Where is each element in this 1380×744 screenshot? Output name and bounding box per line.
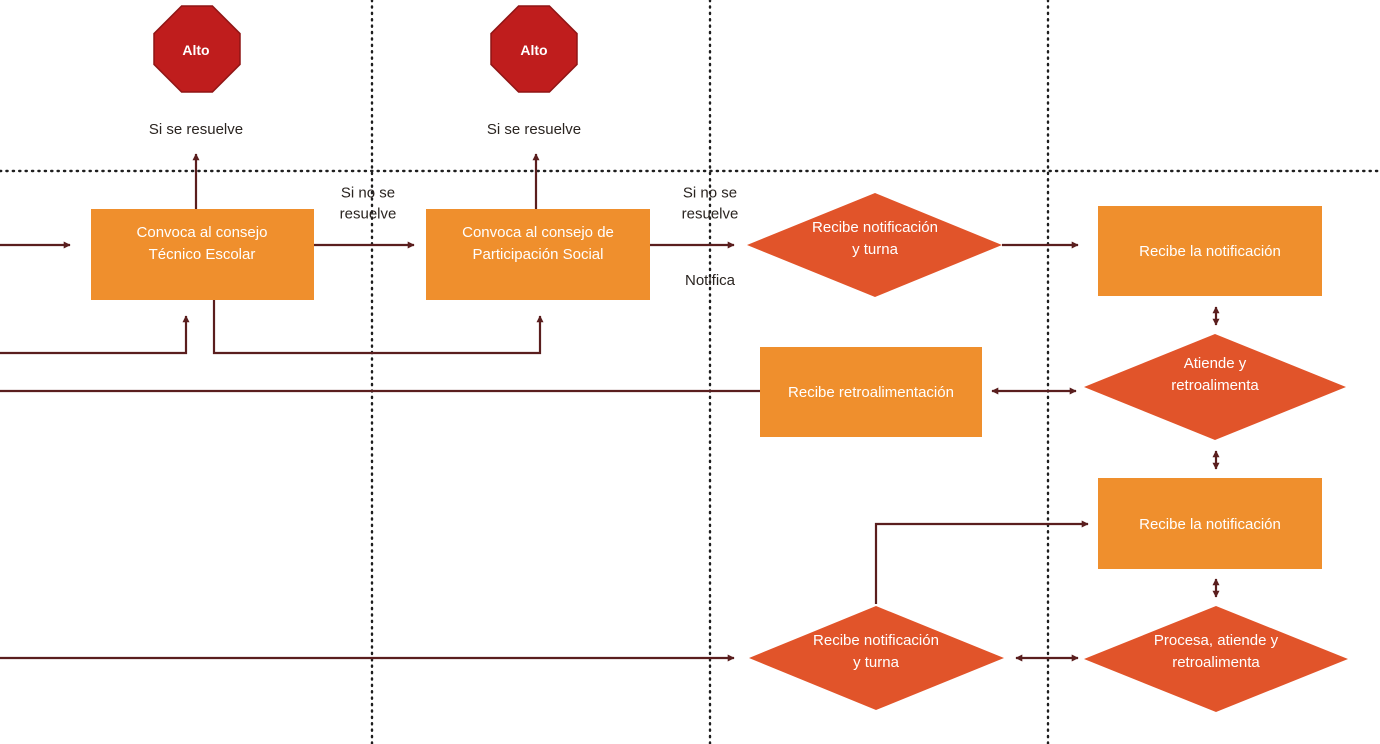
label-not-resolved-2: Si no se resuelve <box>682 185 739 223</box>
stop-octagon-1 <box>153 5 241 93</box>
text-line: Participación Social <box>473 246 604 263</box>
text-line: Convoca al consejo <box>137 224 268 241</box>
text-procesa-retro: Procesa, atiende y retroalimenta <box>1154 632 1279 671</box>
node-recibe-notif-1: Recibe la notificación <box>1098 206 1322 296</box>
text-line: Si no se <box>341 185 395 202</box>
text-line: retroalimenta <box>1171 377 1259 394</box>
text-atiende-retro: Atiende y retroalimenta <box>1171 355 1259 394</box>
stop-label-1: Alto <box>182 42 209 58</box>
diamond-recibe-turna-bottom <box>749 606 1004 710</box>
label-not-resolved-1: Si no se resuelve <box>340 185 397 223</box>
connectors <box>0 153 1220 662</box>
box-convoca-participacion <box>426 209 650 300</box>
text-line: Recibe notificación <box>812 219 938 236</box>
stop-sign-2: Alto <box>490 5 578 93</box>
text-line: Técnico Escolar <box>149 246 256 263</box>
diamond-recibe-turna-top <box>747 193 1002 297</box>
text-recibe-retro: Recibe retroalimentación <box>788 384 954 401</box>
node-recibe-turna-bottom: Recibe notificación y turna <box>749 606 1004 710</box>
text-recibe-turna-top: Recibe notificación y turna <box>812 219 938 258</box>
box-recibe-notif-2 <box>1098 478 1322 569</box>
box-convoca-tecnico <box>91 209 314 300</box>
node-recibe-notif-2: Recibe la notificación <box>1098 478 1322 569</box>
text-line: y turna <box>852 241 899 258</box>
box-recibe-notif-1 <box>1098 206 1322 296</box>
node-convoca-participacion: Convoca al consejo de Participación Socia… <box>426 209 650 300</box>
text-line: resuelve <box>340 206 397 223</box>
text-line: Convoca al consejo de <box>462 224 614 241</box>
text-line: y turna <box>853 654 900 671</box>
arrow-feedback-into-tecnico <box>0 315 190 355</box>
stop-octagon-2 <box>490 5 578 93</box>
node-atiende-retro: Atiende y retroalimenta <box>1084 334 1346 440</box>
text-line: retroalimenta <box>1172 654 1260 671</box>
text-line: Procesa, atiende y <box>1154 632 1279 649</box>
text-line: Atiende y <box>1184 355 1247 372</box>
text-line: resuelve <box>682 206 739 223</box>
label-notifica: Notifica <box>685 272 736 289</box>
node-recibe-retro: Recibe retroalimentación <box>760 347 982 437</box>
text-line: Si no se <box>683 185 737 202</box>
text-recibe-notif-1: Recibe la notificación <box>1139 243 1281 260</box>
text-recibe-turna-bottom: Recibe notificación y turna <box>813 632 939 671</box>
text-line: Recibe la notificación <box>1139 516 1281 533</box>
label-resolved-2: Si se resuelve <box>487 121 581 138</box>
diamond-procesa-retro <box>1084 606 1348 712</box>
text-convoca-participacion: Convoca al consejo de Participación Socia… <box>462 224 614 263</box>
text-line: Recibe retroalimentación <box>788 384 954 401</box>
label-resolved-1: Si se resuelve <box>149 121 243 138</box>
box-recibe-retro <box>760 347 982 437</box>
node-recibe-turna-top: Recibe notificación y turna <box>747 193 1002 297</box>
node-procesa-retro: Procesa, atiende y retroalimenta <box>1084 606 1348 712</box>
stop-label-2: Alto <box>520 42 547 58</box>
text-line: Recibe notificación <box>813 632 939 649</box>
text-line: Recibe la notificación <box>1139 243 1281 260</box>
text-recibe-notif-2: Recibe la notificación <box>1139 516 1281 533</box>
diamond-atiende-retro <box>1084 334 1346 440</box>
stop-sign-1: Alto <box>153 5 241 93</box>
arrow-tecnico-to-participacion-bottom <box>212 300 544 355</box>
arrow-bottom-decision-to-notification <box>874 520 1089 604</box>
